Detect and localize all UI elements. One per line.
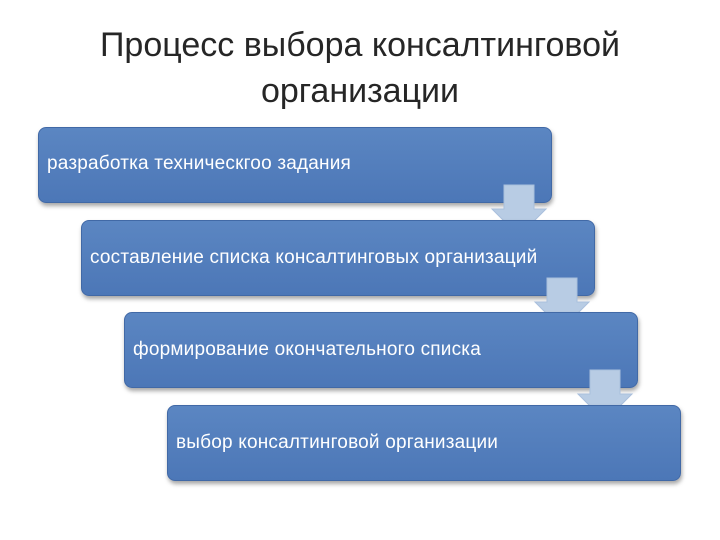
slide-title-line-1: Процесс выбора консалтинговой (99, 26, 621, 64)
process-step-4: выбор консалтинговой организации (167, 405, 681, 481)
slide-title: Процесс выбора консалтинговой организаци… (40, 22, 680, 114)
process-step-2-label: составление списка консалтинговых органи… (90, 247, 538, 268)
process-step-1: разработка техническгоо задания (38, 127, 552, 203)
slide-title-line-2: организации (260, 72, 460, 110)
process-step-3: формирование окончательного списка (124, 312, 638, 388)
process-step-1-label: разработка техническгоо задания (47, 153, 352, 174)
process-step-4-label: выбор консалтинговой организации (176, 432, 499, 453)
process-step-3-label: формирование окончательного списка (133, 339, 482, 360)
process-step-2: составление списка консалтинговых органи… (81, 220, 595, 296)
